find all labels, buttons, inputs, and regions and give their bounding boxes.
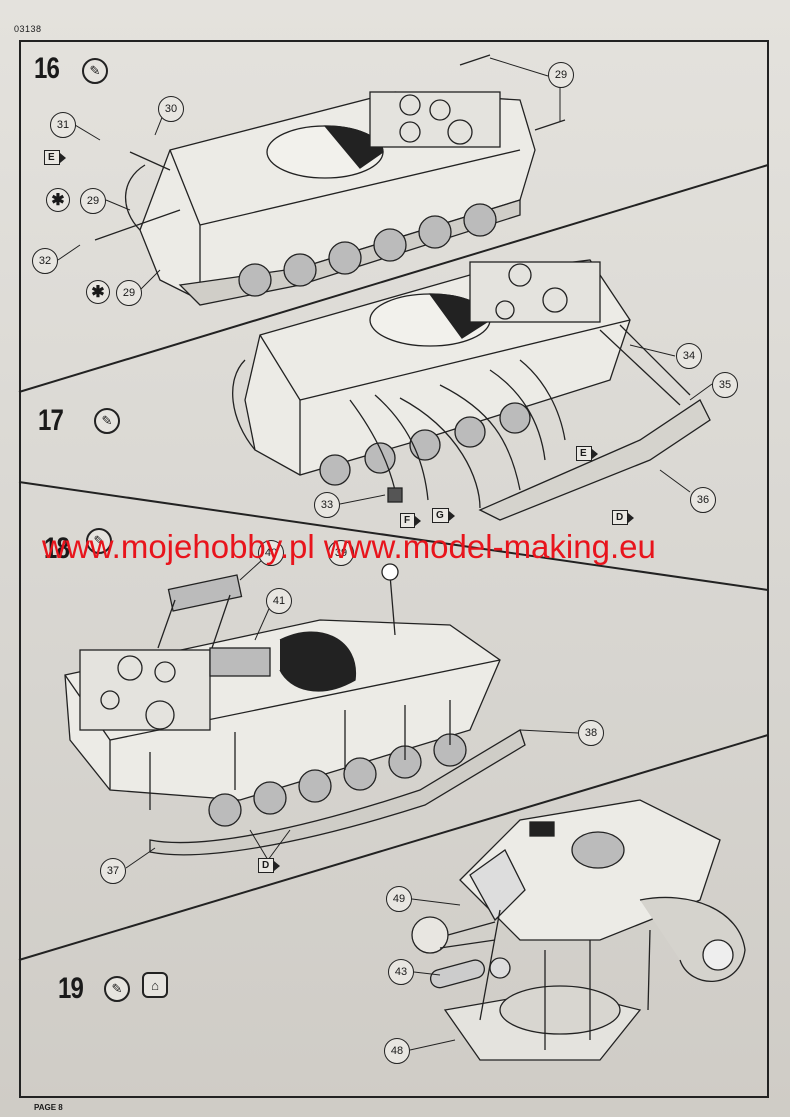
callout-34: 34 bbox=[676, 343, 702, 369]
watermark-text: www.mojehobby.pl www.model-making.eu bbox=[42, 528, 656, 565]
callout-36: 36 bbox=[690, 487, 716, 513]
callout-40: 40 bbox=[258, 540, 284, 566]
page-number: PAGE 8 bbox=[34, 1103, 63, 1112]
callout-41: 41 bbox=[266, 588, 292, 614]
callout-33: 33 bbox=[314, 492, 340, 518]
product-code: 03138 bbox=[14, 24, 42, 34]
callout-29-a: 29 bbox=[548, 62, 574, 88]
glue-tube-icon: ✎ bbox=[94, 408, 120, 434]
sprue-tag-d: D bbox=[258, 858, 281, 873]
callout-32: 32 bbox=[32, 248, 58, 274]
callout-39: 39 bbox=[328, 540, 354, 566]
instruction-frame bbox=[19, 40, 769, 1098]
sprue-tag-d: D bbox=[612, 510, 635, 525]
callout-29-b: 29 bbox=[80, 188, 106, 214]
hull-drawing-16 bbox=[94, 54, 566, 306]
callout-35: 35 bbox=[712, 372, 738, 398]
hull-drawing-17 bbox=[232, 259, 711, 521]
callout-49: 49 bbox=[386, 886, 412, 912]
hull-drawing-18 bbox=[64, 563, 526, 856]
callout-30: 30 bbox=[158, 96, 184, 122]
step-number-19: 19 bbox=[58, 972, 84, 1005]
decal-icon: ⌂ bbox=[142, 972, 168, 998]
callout-leaders-18 bbox=[125, 559, 579, 869]
callout-43: 43 bbox=[388, 959, 414, 985]
sprue-tag-f: F bbox=[400, 513, 422, 528]
callout-29-c: 29 bbox=[116, 280, 142, 306]
turret-drawing-19 bbox=[411, 799, 746, 1061]
callout-leaders-17 bbox=[339, 344, 713, 505]
callout-leaders-19 bbox=[409, 898, 461, 1051]
glue-tube-icon: ✎ bbox=[86, 528, 112, 554]
step-number-18: 18 bbox=[44, 532, 70, 565]
sprue-tag-g: G bbox=[432, 508, 455, 523]
callout-31: 31 bbox=[50, 112, 76, 138]
step-number-16: 16 bbox=[34, 52, 60, 85]
divider-16-17 bbox=[18, 164, 769, 393]
asterisk-icon: ✱ bbox=[86, 280, 110, 304]
callout-leaders-16 bbox=[57, 57, 561, 291]
callout-37: 37 bbox=[100, 858, 126, 884]
glue-tube-icon: ✎ bbox=[82, 58, 108, 84]
divider-17-18 bbox=[18, 481, 769, 591]
glue-tube-icon: ✎ bbox=[104, 976, 130, 1002]
sprue-tag-e: E bbox=[44, 150, 66, 165]
sprue-tag-e: E bbox=[576, 446, 598, 461]
asterisk-icon: ✱ bbox=[46, 188, 70, 212]
callout-48: 48 bbox=[384, 1038, 410, 1064]
step-number-17: 17 bbox=[38, 404, 64, 437]
divider-18-19 bbox=[18, 734, 769, 961]
callout-38: 38 bbox=[578, 720, 604, 746]
